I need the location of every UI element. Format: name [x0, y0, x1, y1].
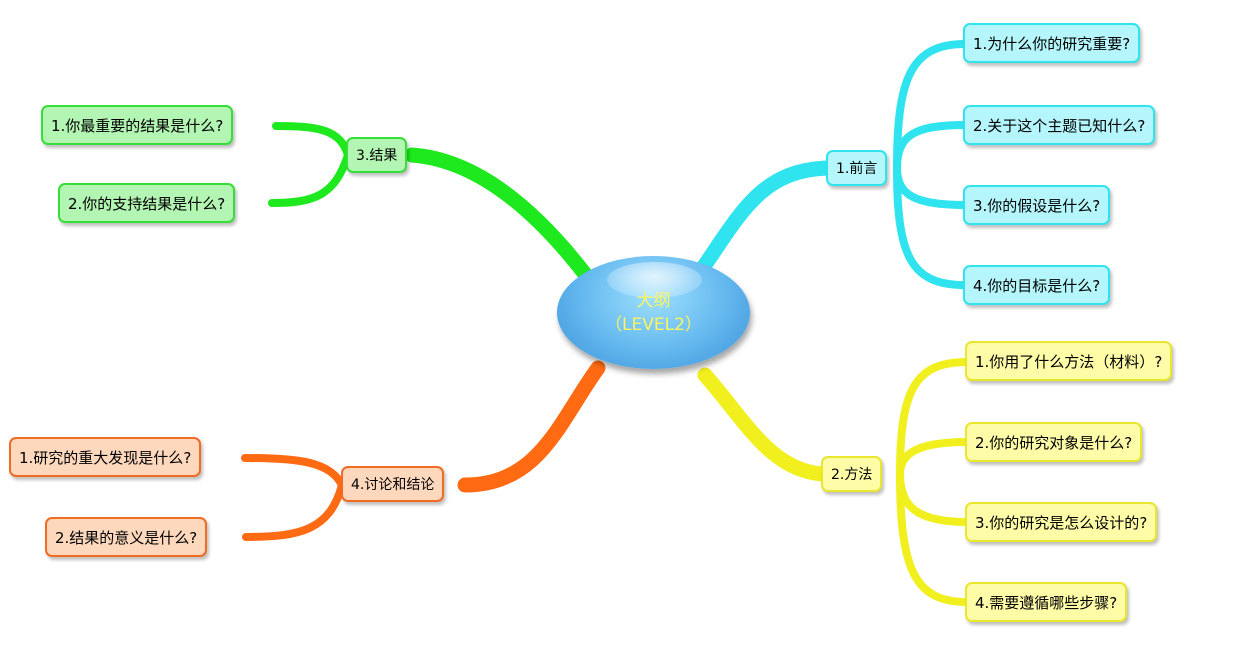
intro-item-4[interactable]: 4.你的目标是什么?	[963, 265, 1111, 305]
connector-methods-3	[896, 470, 971, 526]
intro-item-1[interactable]: 1.为什么你的研究重要?	[963, 23, 1141, 63]
methods-item-1[interactable]: 1.你用了什么方法（材料）?	[965, 341, 1173, 381]
branch-discussion[interactable]: 4.讨论和结论	[341, 466, 445, 502]
connector-results-2	[268, 151, 352, 207]
connector-intro-2	[893, 121, 969, 172]
discussion-item-2[interactable]: 2.结果的意义是什么?	[45, 517, 208, 557]
central-topic-label: 大纲 （LEVEL2）	[557, 256, 750, 369]
connector-discussion-1	[241, 454, 346, 489]
connector-center-discussion	[457, 360, 606, 493]
methods-item-4[interactable]: 4.需要遵循哪些步骤?	[965, 582, 1128, 622]
results-item-1[interactable]: 1.你最重要的结果是什么?	[41, 105, 234, 145]
branch-methods[interactable]: 2.方法	[821, 456, 883, 492]
connector-methods-4	[896, 470, 971, 606]
connector-intro-3	[893, 164, 969, 209]
methods-item-3[interactable]: 3.你的研究是怎么设计的?	[965, 502, 1158, 542]
discussion-item-1[interactable]: 1.研究的重大发现是什么?	[9, 437, 202, 477]
connector-intro-4	[893, 164, 969, 289]
results-item-2[interactable]: 2.你的支持结果是什么?	[58, 183, 236, 223]
methods-item-2[interactable]: 2.你的研究对象是什么?	[965, 422, 1143, 462]
central-topic-title: 大纲	[636, 290, 671, 311]
connector-center-methods	[697, 367, 830, 482]
intro-item-3[interactable]: 3.你的假设是什么?	[963, 185, 1111, 225]
connector-methods-1	[896, 358, 971, 478]
connector-discussion-2	[242, 481, 346, 541]
connector-intro-1	[893, 40, 969, 172]
connector-methods-2	[896, 438, 971, 478]
central-topic-subtitle: （LEVEL2）	[605, 314, 702, 335]
central-topic-highlight	[607, 262, 702, 298]
connector-center-intro	[692, 160, 836, 280]
connector-results-1	[272, 122, 352, 159]
intro-item-2[interactable]: 2.关于这个主题已知什么?	[963, 105, 1156, 145]
branch-results[interactable]: 3.结果	[346, 137, 408, 173]
branch-intro[interactable]: 1.前言	[826, 150, 888, 186]
central-topic[interactable]: 大纲 （LEVEL2）	[557, 256, 750, 369]
connector-center-results	[404, 147, 596, 286]
